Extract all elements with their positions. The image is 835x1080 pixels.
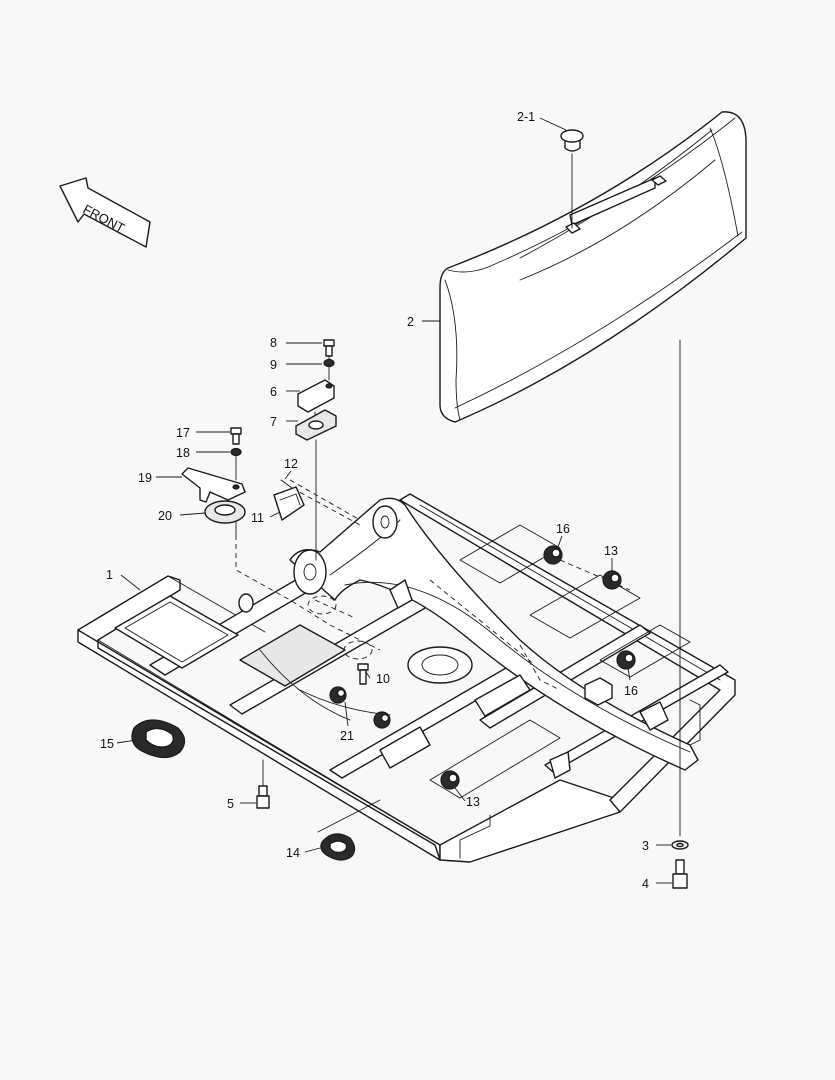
part-9-washer [323,355,335,381]
part-13-mount-upper [602,570,622,590]
part-19-plate [181,467,246,503]
part-8-bolt [323,339,335,357]
callout-2: 2 [407,315,414,329]
callout-11: 11 [251,511,264,525]
callout-9: 9 [270,358,277,372]
callout-1: 1 [106,568,113,582]
part-14-grommet [317,799,381,861]
part-2-1-plug [560,129,584,229]
front-arrow-icon: FRONT [59,177,151,248]
callout-13-upper: 13 [604,544,618,558]
part-11-clip [273,486,305,521]
callout-2-1: 2-1 [517,110,535,124]
part-16-mount-upper [543,545,563,565]
callout-leaders [116,117,672,884]
part-4-bolt [672,859,688,889]
part-7-gasket [295,409,337,561]
callout-16-upper: 16 [556,522,570,536]
part-18-washer [230,447,242,481]
callout-5: 5 [227,797,234,811]
part-13-mount-lower [440,770,460,790]
part-16-mount-lower [616,650,636,670]
callout-12: 12 [284,457,298,471]
callout-20: 20 [158,509,172,523]
part-15-grommet [131,719,186,759]
callout-labels: 2-1 2 1 8 9 6 7 17 18 19 20 12 11 16 13 … [100,110,649,891]
main-frame [77,479,736,863]
callout-21: 21 [340,729,354,743]
part-17-bolt [230,427,242,445]
callout-16-lower: 16 [624,684,638,698]
part-21-mounts [329,686,391,729]
part-10-bolt [357,663,369,685]
callout-15: 15 [100,737,114,751]
part-6-cover [297,379,335,421]
part-20-ring [204,500,246,536]
callout-17: 17 [176,426,190,440]
callout-13-lower: 13 [466,795,480,809]
callout-18: 18 [176,446,190,460]
callout-8: 8 [270,336,277,350]
counterweight [439,111,747,423]
callout-14: 14 [286,846,300,860]
callout-4: 4 [642,877,649,891]
callout-7: 7 [270,415,277,429]
callout-6: 6 [270,385,277,399]
callout-3: 3 [642,839,649,853]
part-5-bolt [256,759,270,809]
callout-10: 10 [376,672,390,686]
part-12-pin [280,479,361,526]
callout-19: 19 [138,471,152,485]
part-3-washer [671,339,689,850]
